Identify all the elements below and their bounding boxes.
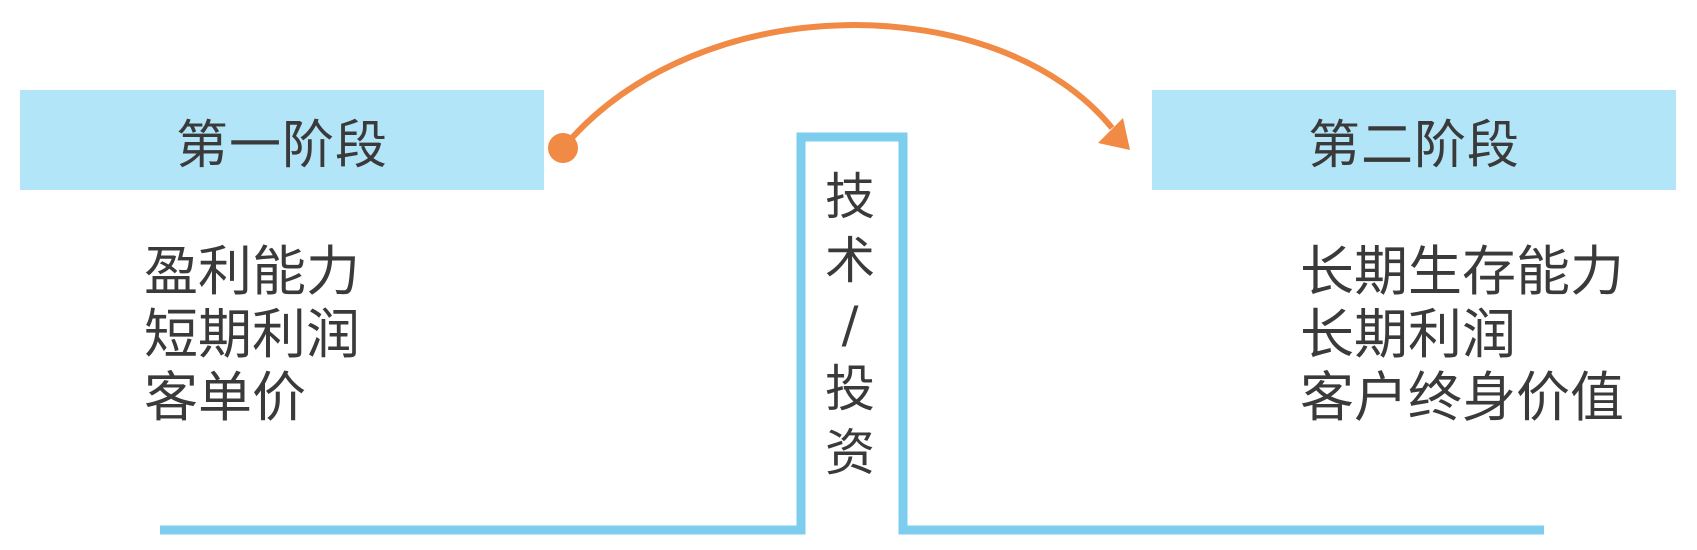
barrier-label-char: 投: [825, 360, 875, 418]
list-item: 长期生存能力: [1300, 240, 1624, 303]
barrier-label-char: /: [841, 296, 859, 354]
barrier-label-char: 术: [825, 232, 875, 290]
arrow-start-dot: [548, 133, 578, 163]
barrier-label-char: 技: [825, 168, 875, 226]
stage-one-title: 第一阶段: [175, 115, 388, 176]
stage-two-item-list: 长期生存能力 长期利润 客户终身价值: [1300, 240, 1624, 429]
stage-two-box: 第二阶段: [1152, 90, 1676, 190]
barrier-label-char: 资: [825, 424, 875, 482]
transition-arrow-curve: [560, 22, 1115, 150]
arrow-head-icon: [1098, 118, 1130, 150]
list-item: 客户终身价值: [1300, 366, 1624, 429]
stage-two-title: 第二阶段: [1307, 115, 1520, 176]
stage-one-item-list: 盈利能力 短期利润 客单价: [144, 240, 360, 429]
stage-one-box: 第一阶段: [20, 90, 544, 190]
list-item: 短期利润: [144, 303, 360, 366]
barrier-line: [160, 132, 1544, 535]
list-item: 长期利润: [1300, 303, 1516, 366]
list-item: 客单价: [144, 366, 306, 429]
barrier-label: 技 术 / 投 资: [800, 165, 900, 485]
list-item: 盈利能力: [144, 240, 360, 303]
